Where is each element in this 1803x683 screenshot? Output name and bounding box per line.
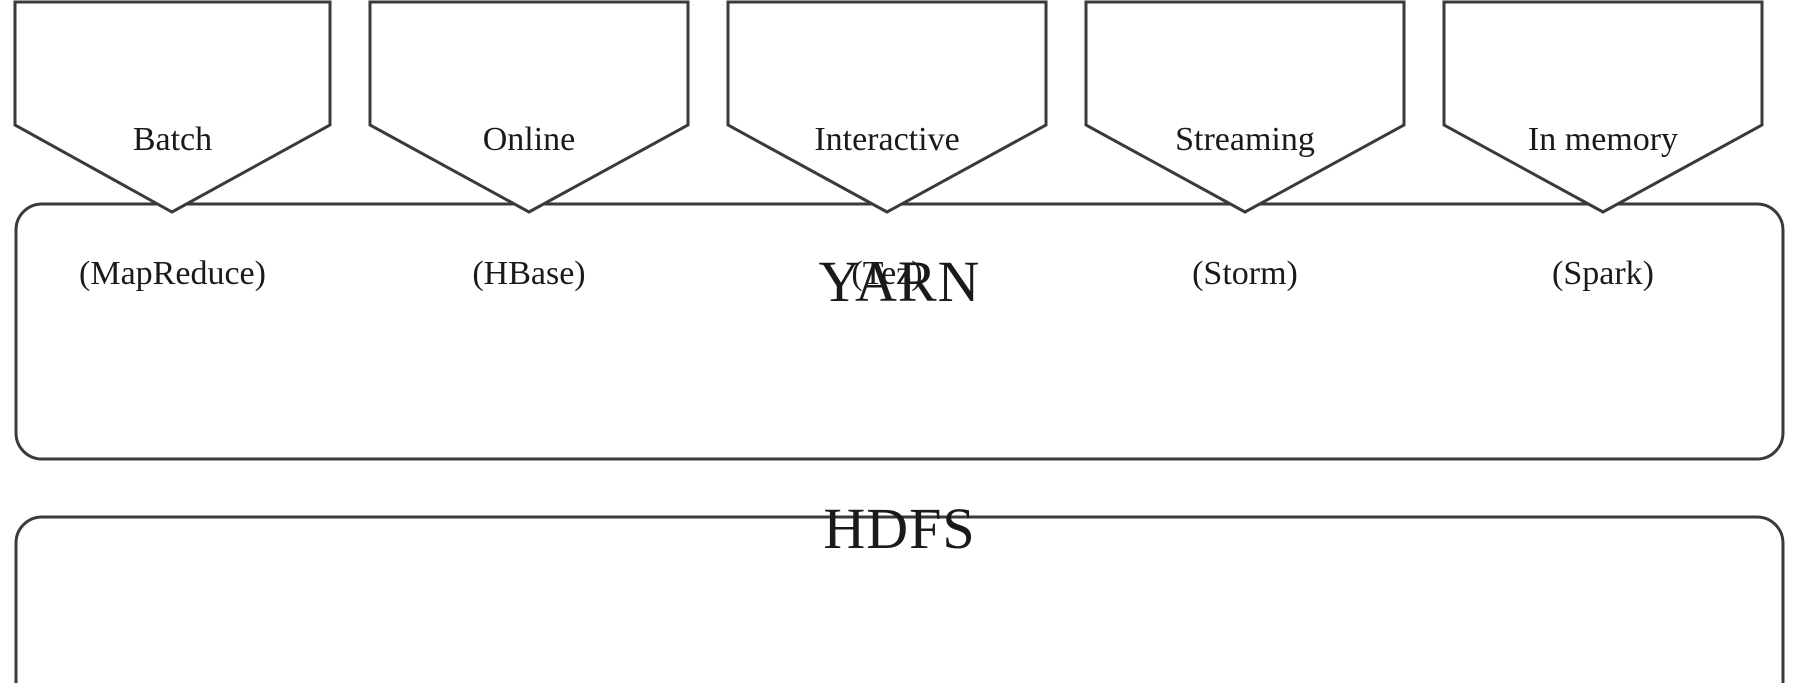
engine-shape-online[interactable] <box>368 0 690 214</box>
engine-shape-batch[interactable] <box>13 0 332 214</box>
engine-shape-interactive[interactable] <box>726 0 1048 214</box>
hdfs-layer-box <box>14 515 1785 683</box>
engine-shape-streaming[interactable] <box>1084 0 1406 214</box>
yarn-layer-box <box>14 202 1785 461</box>
engine-shape-inmemory[interactable] <box>1442 0 1764 214</box>
hdfs-layer-label: HDFS <box>823 496 976 561</box>
yarn-layer-label: YARN <box>818 249 981 314</box>
